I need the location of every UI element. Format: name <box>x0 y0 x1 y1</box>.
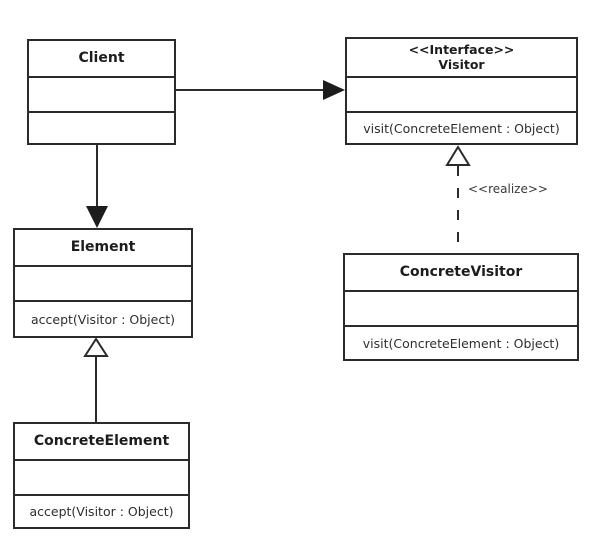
generalization-concrete-element-to-element <box>83 337 109 422</box>
realize-edge-label: <<realize>> <box>468 182 548 196</box>
concrete-element-methods-label: accept(Visitor : Object) <box>29 504 174 519</box>
client-methods-compartment <box>29 113 174 143</box>
client-name-compartment: Client <box>29 41 174 78</box>
concrete-element-name-compartment: ConcreteElement <box>15 424 188 461</box>
element-attributes-compartment <box>15 267 191 302</box>
concrete-visitor-class-name: ConcreteVisitor <box>399 264 523 281</box>
concrete-element-methods-compartment: accept(Visitor : Object) <box>15 496 188 527</box>
class-box-element: Element accept(Visitor : Object) <box>13 228 193 338</box>
client-class-name: Client <box>78 50 125 67</box>
hollow-triangle-arrowhead-icon <box>83 337 109 357</box>
concrete-visitor-name-compartment: ConcreteVisitor <box>345 255 577 292</box>
visitor-methods-label: visit(ConcreteElement : Object) <box>363 120 560 136</box>
class-box-concrete-visitor: ConcreteVisitor visit(ConcreteElement : … <box>343 253 579 361</box>
association-client-to-element <box>86 145 108 228</box>
concrete-element-attributes-compartment <box>15 461 188 496</box>
concrete-visitor-methods-label: visit(ConcreteElement : Object) <box>362 335 560 351</box>
element-methods-label: accept(Visitor : Object) <box>31 311 175 327</box>
concrete-element-class-name: ConcreteElement <box>33 433 170 450</box>
association-client-to-visitor <box>176 80 345 100</box>
class-box-client: Client <box>27 39 176 145</box>
realization-concrete-visitor-to-visitor <box>445 145 471 253</box>
visitor-stereotype-label: <<Interface>> <box>408 42 515 58</box>
class-box-visitor: <<Interface>> Visitor visit(ConcreteElem… <box>345 37 578 145</box>
element-class-name: Element <box>70 239 136 256</box>
visitor-methods-compartment: visit(ConcreteElement : Object) <box>347 113 576 143</box>
element-methods-compartment: accept(Visitor : Object) <box>15 302 191 336</box>
client-attributes-compartment <box>29 78 174 113</box>
concrete-visitor-attributes-compartment <box>345 292 577 327</box>
visitor-class-name: Visitor <box>438 56 485 72</box>
concrete-visitor-methods-compartment: visit(ConcreteElement : Object) <box>345 327 577 359</box>
visitor-name-compartment: <<Interface>> Visitor <box>347 39 576 78</box>
class-box-concrete-element: ConcreteElement accept(Visitor : Object) <box>13 422 190 529</box>
visitor-attributes-compartment <box>347 78 576 113</box>
filled-arrowhead-icon <box>86 206 108 228</box>
element-name-compartment: Element <box>15 230 191 267</box>
filled-arrowhead-icon <box>323 80 345 100</box>
hollow-triangle-arrowhead-icon <box>445 145 471 166</box>
